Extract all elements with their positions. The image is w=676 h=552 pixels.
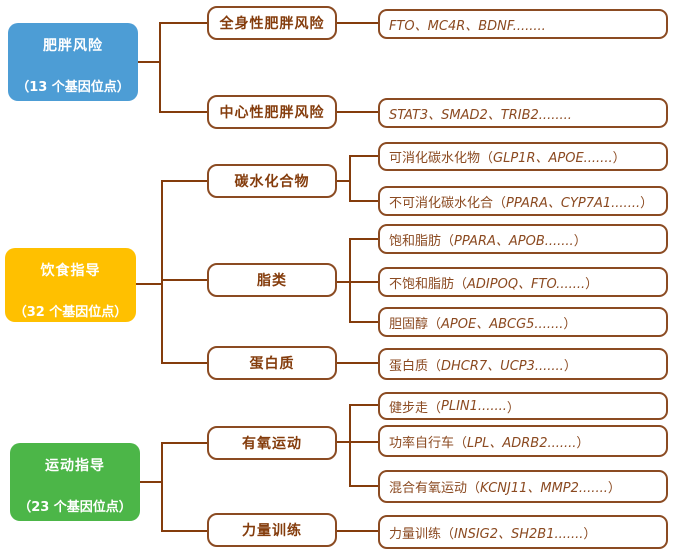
node-subtitle: （23 个基因位点） <box>18 500 132 515</box>
node-general-obesity-risk: 全身性肥胖风险 <box>207 6 337 40</box>
gene-list: INSIG2、SH2B1....... <box>454 526 584 542</box>
connector-line <box>349 281 378 283</box>
node-carbohydrate: 碳水化合物 <box>207 164 337 198</box>
gene-box-suffix: ） <box>640 195 654 211</box>
node-title: 运动指导 <box>45 458 105 474</box>
connector-line <box>337 111 378 113</box>
connector-line <box>159 22 207 24</box>
gene-box-suffix: ） <box>612 151 626 166</box>
node-subtitle: （13 个基因位点） <box>16 80 130 95</box>
gene-box-prefix: 健步走（ <box>389 400 442 416</box>
node-label: 全身性肥胖风险 <box>219 16 325 32</box>
node-label: 碳水化合物 <box>234 174 310 190</box>
connector-line <box>337 22 378 24</box>
gene-box-prefix: 蛋白质（ <box>389 358 442 374</box>
gene-box-prefix: 胆固醇（ <box>389 316 442 332</box>
gene-box-suffix: ） <box>583 526 597 542</box>
connector-line <box>349 238 351 323</box>
connector-line <box>349 441 378 443</box>
connector-line <box>161 530 207 532</box>
gene-box-suffix: ） <box>573 233 587 249</box>
connector-line <box>161 180 163 364</box>
gene-list: APOE、ABCG5....... <box>441 316 564 332</box>
connector-line <box>349 404 378 406</box>
gene-box-unsaturated-fat: 不饱和脂肪（ADIPOQ、FTO.......） <box>378 267 668 297</box>
gene-box-suffix: ） <box>563 316 577 332</box>
gene-box-prefix: 不饱和脂肪（ <box>389 276 468 292</box>
connector-line <box>337 441 351 443</box>
connector-line <box>161 362 207 364</box>
gene-box-suffix: ） <box>506 400 520 416</box>
node-aerobic-exercise: 有氧运动 <box>207 426 337 460</box>
gene-box-general-obesity: FTO、MC4R、BDNF........ <box>378 9 668 39</box>
gene-box-prefix: 不可消化碳水化合（ <box>389 195 507 211</box>
connector-line <box>159 111 207 113</box>
connector-line <box>161 442 163 532</box>
connector-line <box>159 22 161 113</box>
gene-list: PLIN1....... <box>441 398 507 414</box>
connector-line <box>349 321 378 323</box>
gene-box-cholesterol: 胆固醇（APOE、ABCG5.......） <box>378 307 668 337</box>
gene-box-brisk-walking: 健步走（PLIN1.......） <box>378 392 668 420</box>
connector-line <box>161 279 207 281</box>
gene-list: PPARA、CYP7A1....... <box>506 195 641 211</box>
connector-line <box>349 238 378 240</box>
node-subtitle: （32 个基因位点） <box>13 305 128 320</box>
gene-list: KCNJ11、MMP2....... <box>480 481 608 496</box>
node-strength-training: 力量训练 <box>207 513 337 547</box>
node-lipids: 脂类 <box>207 263 337 297</box>
node-label: 蛋白质 <box>249 356 295 372</box>
gene-box-protein: 蛋白质（DHCR7、UCP3.......） <box>378 348 668 380</box>
gene-box-digestible-carb: 可消化碳水化物（GLP1R、APOE.......） <box>378 142 668 171</box>
node-label: 有氧运动 <box>242 436 302 452</box>
gene-box-strength-training: 力量训练（INSIG2、SH2B1.......） <box>378 515 668 549</box>
connector-line <box>161 442 207 444</box>
connector-line <box>140 481 163 483</box>
node-title: 饮食指导 <box>40 263 101 279</box>
gene-list: FTO、MC4R、BDNF........ <box>389 18 546 34</box>
gene-box-prefix: 饱和脂肪（ <box>389 233 455 249</box>
gene-box-prefix: 混合有氧运动（ <box>389 481 481 496</box>
connector-line <box>337 180 351 182</box>
connector-line <box>337 362 378 364</box>
connector-line <box>349 485 378 487</box>
node-label: 中心性肥胖风险 <box>219 105 325 121</box>
gene-list: LPL、ADRB2....... <box>467 435 577 451</box>
gene-list: GLP1R、APOE....... <box>493 151 613 166</box>
connector-line <box>136 283 163 285</box>
connector-line <box>161 180 207 182</box>
gene-box-indigestible-carb: 不可消化碳水化合（PPARA、CYP7A1.......） <box>378 186 668 216</box>
node-exercise-guidance: 运动指导 （23 个基因位点） <box>10 443 140 521</box>
node-central-obesity-risk: 中心性肥胖风险 <box>207 95 337 129</box>
node-label: 脂类 <box>257 273 287 289</box>
gene-box-power-cycling: 功率自行车（LPL、ADRB2.......） <box>378 425 668 457</box>
connector-line <box>337 281 351 283</box>
gene-box-prefix: 力量训练（ <box>389 526 455 542</box>
node-diet-guidance: 饮食指导 （32 个基因位点） <box>5 248 136 322</box>
gene-box-central-obesity: STAT3、SMAD2、TRIB2........ <box>378 98 668 128</box>
gene-box-prefix: 功率自行车（ <box>389 435 468 451</box>
connector-line <box>349 155 378 157</box>
gene-box-suffix: ） <box>607 481 621 496</box>
connector-line <box>337 530 378 532</box>
gene-box-prefix: 可消化碳水化物（ <box>389 151 494 166</box>
gene-box-saturated-fat: 饱和脂肪（PPARA、APOB.......） <box>378 224 668 254</box>
node-title: 肥胖风险 <box>43 38 103 54</box>
gene-box-mixed-aerobic: 混合有氧运动（KCNJ11、MMP2.......） <box>378 470 668 503</box>
connector-line <box>138 61 160 63</box>
gene-box-suffix: ） <box>576 435 590 451</box>
connector-line <box>349 155 351 202</box>
node-obesity-risk: 肥胖风险 （13 个基因位点） <box>8 23 138 101</box>
gene-list: STAT3、SMAD2、TRIB2........ <box>389 107 572 123</box>
connector-line <box>349 404 351 487</box>
gene-list: PPARA、APOB....... <box>454 233 574 249</box>
gene-box-suffix: ） <box>563 358 577 374</box>
gene-list: DHCR7、UCP3....... <box>441 358 564 374</box>
connector-line <box>349 200 378 202</box>
gene-box-suffix: ） <box>585 276 599 292</box>
node-label: 力量训练 <box>242 523 302 539</box>
gene-list: ADIPOQ、FTO....... <box>467 276 586 292</box>
node-protein: 蛋白质 <box>207 346 337 380</box>
